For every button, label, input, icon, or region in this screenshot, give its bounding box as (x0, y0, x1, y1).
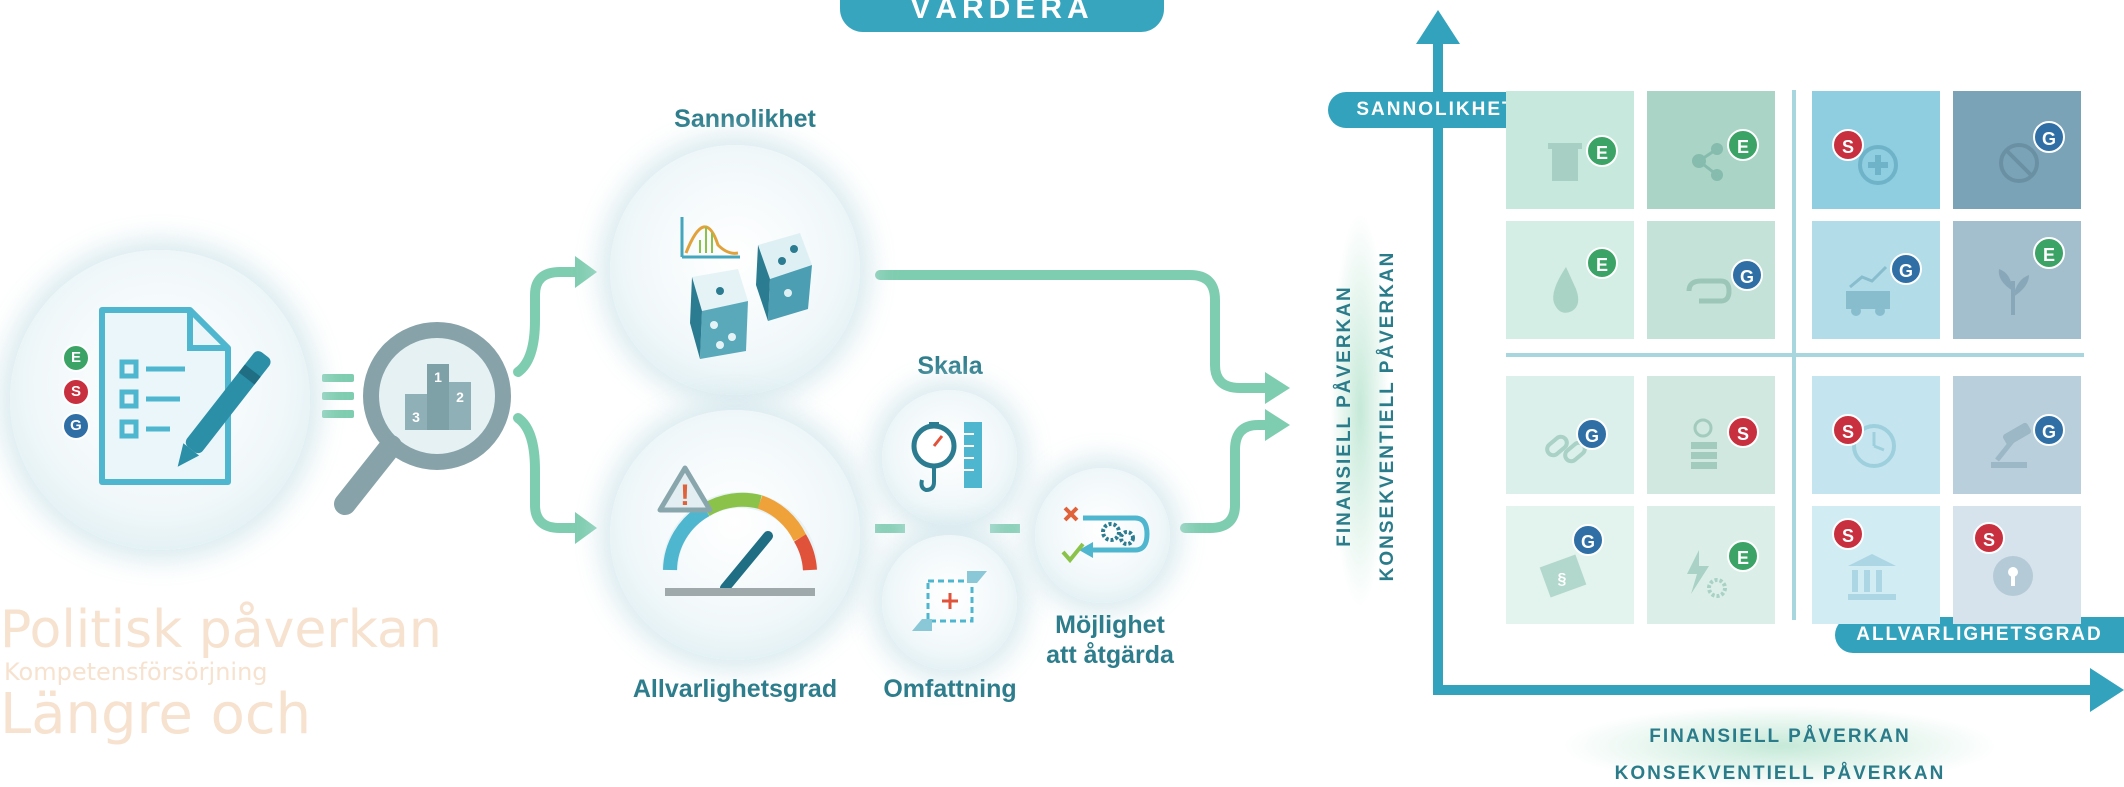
sannolikhet-circle (610, 145, 860, 395)
side-label-glow (1330, 210, 1390, 610)
tile-badge: S (1727, 416, 1759, 448)
tile-badge: E (1586, 135, 1618, 167)
podium-place-2: 2 (456, 389, 464, 405)
sannolikhet-label: Sannolikhet (674, 105, 816, 133)
matrix-tile: S (1812, 376, 1940, 494)
bottom-label-glow (1560, 705, 2000, 787)
allvarlighetsgrad-circle: ! (610, 410, 860, 660)
matrix-tile: S (1812, 91, 1940, 209)
matrix-tile: S (1953, 506, 2081, 624)
svg-text:§: § (1558, 571, 1567, 588)
tile-badge: S (1973, 522, 2005, 554)
podium-place-1: 1 (434, 369, 442, 385)
podium-place-3: 3 (412, 409, 420, 425)
skala-label: Skala (917, 352, 983, 380)
omfattning-circle (882, 535, 1017, 670)
matrix-axes (1416, 10, 2124, 712)
matrix-tile: G (1953, 91, 2081, 209)
lock-shield-icon (1993, 556, 2033, 596)
esg-document-circle: E S G (10, 250, 310, 550)
page-title: VÄRDERA (840, 0, 1164, 32)
matrix-tile: E (1953, 221, 2081, 339)
esg-badge-e: E (62, 344, 90, 372)
gauge-warning-icon: ! (657, 465, 818, 596)
tile-badge: G (2033, 414, 2065, 446)
magnifier-icon: 1 2 3 (334, 322, 511, 515)
molecule-icon (1692, 143, 1723, 181)
tile-badge: E (2033, 237, 2065, 269)
tile-badge: E (1727, 540, 1759, 572)
tile-badge: S (1832, 518, 1864, 550)
matrix-tile: E (1647, 506, 1775, 624)
matrix-tile: G (1506, 376, 1634, 494)
arrow-to-sannolikhet (513, 267, 585, 377)
tile-badge: G (2033, 121, 2065, 153)
matrix-tile: E (1647, 91, 1775, 209)
scale-ruler-icon (911, 422, 982, 493)
matrix-tile: E (1506, 221, 1634, 339)
energy-gears-icon (1687, 550, 1727, 598)
tile-badge: E (1586, 247, 1618, 279)
gavel-icon (1991, 422, 2032, 468)
background-word: Politisk påverkan (0, 600, 442, 660)
side-label-finansiell: FINANSIELL PÅVERKAN (1334, 285, 1355, 547)
truck-chart-icon (1846, 265, 1890, 316)
water-drop-icon (1553, 267, 1579, 313)
arrow-mojlighet-to-matrix (1180, 420, 1275, 533)
mojlighet-circle (1035, 468, 1170, 603)
tile-badge: G (1731, 259, 1763, 291)
expand-frame-icon (912, 571, 987, 631)
allvarlighetsgrad-label: Allvarlighetsgrad (632, 675, 838, 703)
matrix-tile: G (1647, 221, 1775, 339)
plant-icon (1998, 269, 2029, 315)
document-pen-icon (99, 307, 271, 485)
target-stack-icon (1691, 418, 1717, 469)
health-plus-icon (1858, 145, 1898, 185)
trash-icon (1548, 143, 1582, 181)
arrow-sannolikhet-to-matrix (875, 270, 1275, 393)
tile-badge: G (1576, 418, 1608, 450)
tile-badge: S (1832, 129, 1864, 161)
mojlighet-label-line2: att åtgärda (1046, 641, 1174, 669)
omfattning-label: Omfattning (883, 675, 1017, 703)
background-word: Längre och (0, 682, 312, 747)
building-apple-icon (1848, 554, 1896, 600)
matrix-tile: G (1953, 376, 2081, 494)
skala-circle (882, 390, 1017, 525)
dice-probability-icon (680, 217, 812, 359)
bottom-label-konsekventiell: KONSEKVENTIELL PÅVERKAN (1614, 763, 1946, 784)
law-book-icon: § (1539, 554, 1587, 598)
esg-badge-s: S (62, 378, 90, 406)
cycle-arrow-icon (1686, 278, 1732, 304)
matrix-tile: S (1812, 506, 1940, 624)
fix-gears-icon (1061, 506, 1150, 564)
matrix-tile: S (1647, 376, 1775, 494)
tile-badge: S (1832, 414, 1864, 446)
tile-badge: G (1890, 253, 1922, 285)
mojlighet-label-line1: Möjlighet (1055, 611, 1165, 639)
side-label-konsekventiell: KONSEKVENTIELL PÅVERKAN (1377, 250, 1398, 582)
matrix-tile: E (1506, 91, 1634, 209)
mojlighet-label: Möjlighet att åtgärda (1020, 610, 1200, 670)
background-word: Kompetensförsörjning (4, 658, 268, 686)
matrix-tile: G (1812, 221, 1940, 339)
no-bribery-icon (1999, 143, 2039, 183)
svg-text:!: ! (680, 479, 690, 512)
arrow-to-allvarlighetsgrad (513, 413, 585, 533)
matrix-tile: § G (1506, 506, 1634, 624)
tile-badge: G (1572, 524, 1604, 556)
tile-badge: E (1727, 129, 1759, 161)
bottom-label-finansiell: FINANSIELL PÅVERKAN (1649, 726, 1911, 747)
background-word-cloud: Politisk påverkan Kompetensförsörjning L… (0, 600, 560, 787)
clock-icon (1852, 424, 1896, 468)
esg-badge-g: G (62, 412, 90, 440)
